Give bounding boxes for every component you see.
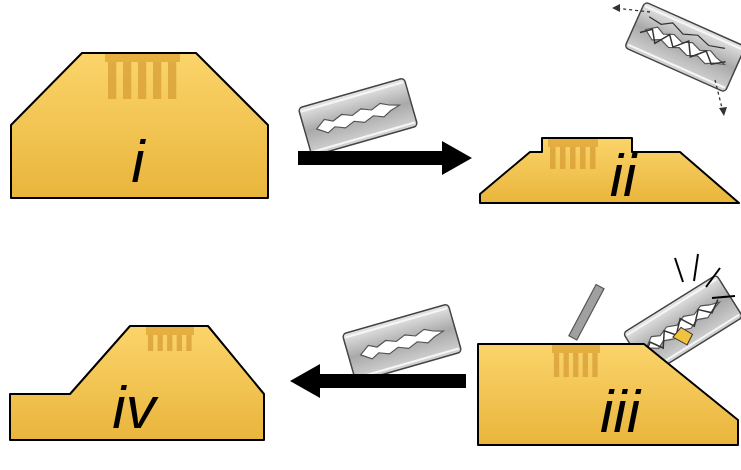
razor-blade (298, 78, 418, 156)
step-label: ii (610, 146, 637, 206)
step-label: iv (112, 378, 155, 438)
broken-shank (569, 285, 604, 340)
gold-substrate: iii (476, 342, 740, 447)
step-label: iii (600, 382, 640, 442)
slicing-blade (625, 2, 741, 92)
substrate-shape (478, 130, 741, 205)
gold-substrate: iv (8, 322, 266, 442)
process-arrow (290, 364, 466, 398)
gold-substrate: ii (478, 130, 741, 205)
gold-substrate: i (10, 50, 270, 200)
razor-blade (342, 304, 462, 382)
process-arrow (298, 141, 472, 175)
step-label: i (131, 132, 144, 192)
